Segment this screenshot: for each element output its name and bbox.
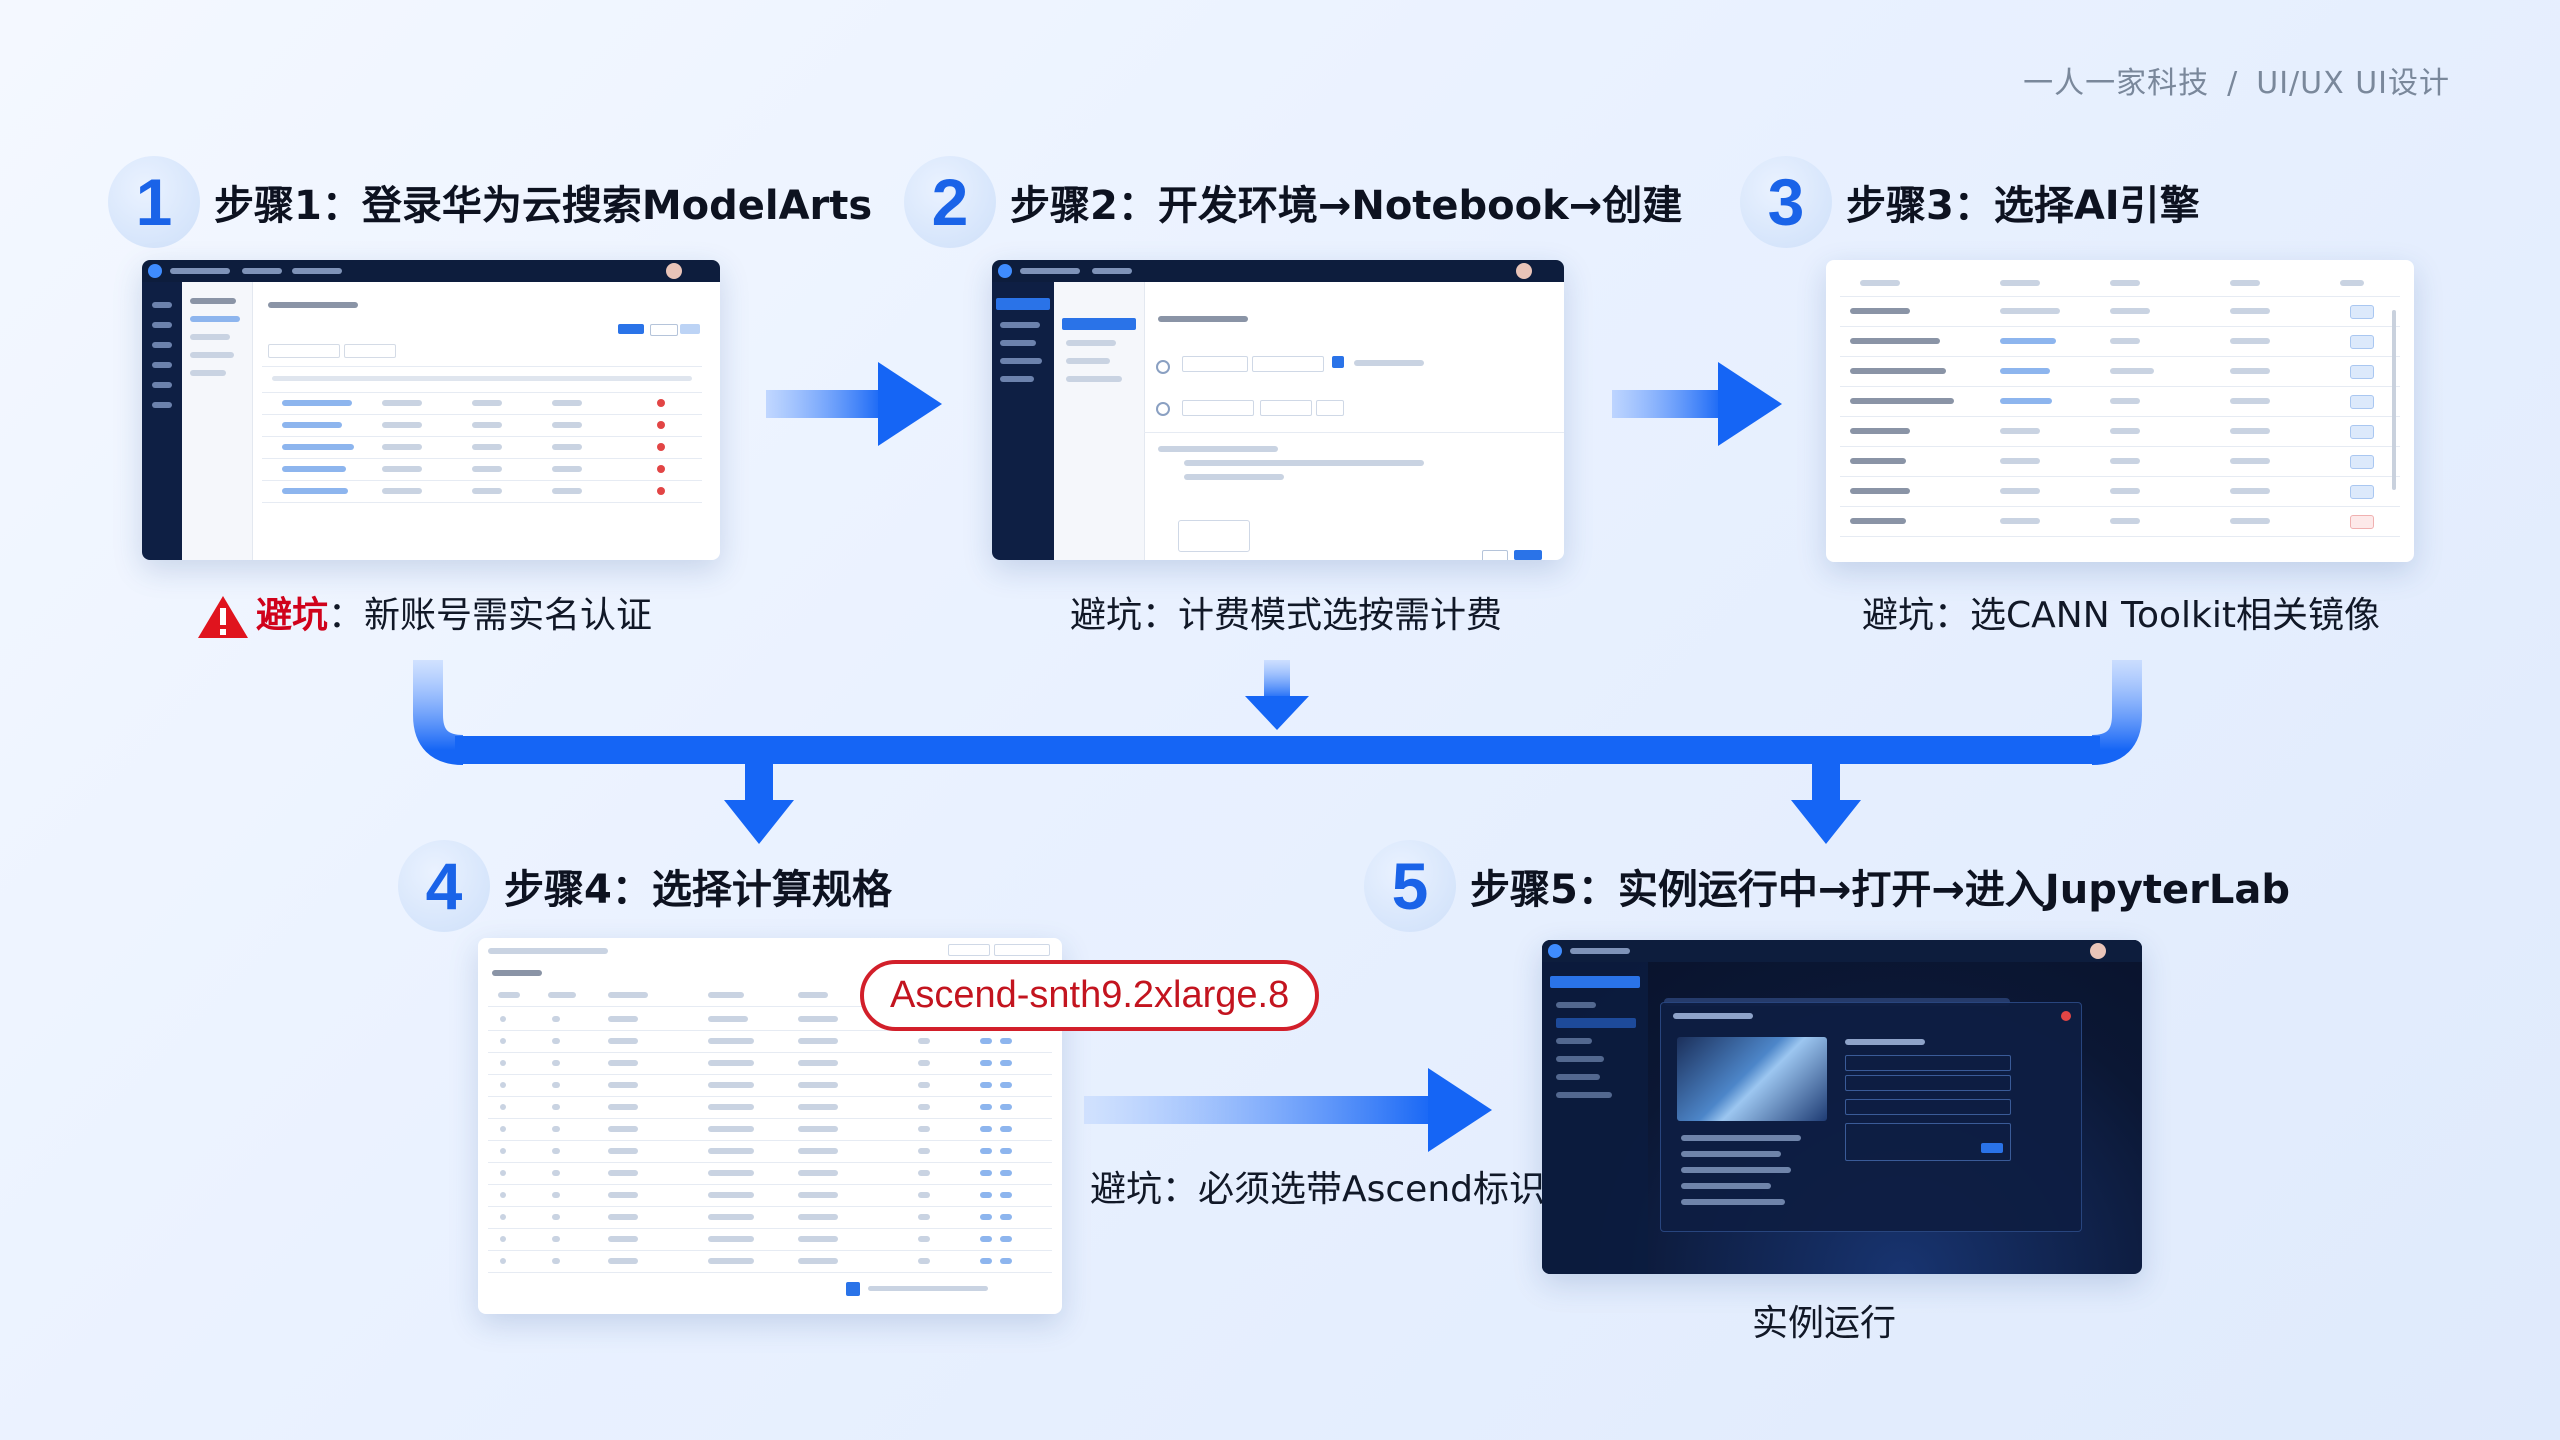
create-notebook-form (1144, 282, 1564, 560)
console-topbar (992, 260, 1564, 282)
step-1-header: 1 步骤1：登录华为云搜索ModelArts (108, 156, 872, 248)
arrow-right-icon (766, 362, 942, 446)
console-topbar (1542, 940, 2142, 962)
flavor-table (488, 986, 1052, 1306)
step-1-title: 步骤1：登录华为云搜索ModelArts (214, 183, 873, 229)
brand-separator: / (2227, 66, 2239, 101)
step-4-title: 步骤4：选择计算规格 (504, 867, 892, 913)
console-menu (992, 282, 1054, 560)
step-5-screenshot (1542, 940, 2142, 1274)
console-topbar (142, 260, 720, 282)
step-1-number: 1 (108, 156, 200, 248)
console-menu (1542, 962, 1648, 1274)
avatar (1516, 263, 1532, 279)
step-3-header: 3 步骤3：选择AI引擎 (1740, 156, 2200, 248)
step-2-number: 2 (904, 156, 996, 248)
step-2-header: 2 步骤2：开发环境→Notebook→创建 (904, 156, 1682, 248)
scrollbar[interactable] (2392, 310, 2396, 490)
huawei-cloud-logo-icon (148, 264, 162, 278)
notebook-submenu (1054, 282, 1145, 560)
arrow-down-icon (1791, 800, 1861, 844)
step-5-number: 5 (1364, 840, 1456, 932)
jupyterlab-preview-image (1677, 1037, 1827, 1121)
step-1-tip: 避坑：新账号需实名认证 (196, 586, 652, 640)
avatar (666, 263, 682, 279)
arrow-right-icon (1084, 1068, 1492, 1152)
step-5-header: 5 步骤5：实例运行中→打开→进入JupyterLab (1364, 840, 2290, 932)
ascend-flavor-highlight: Ascend-snth9.2xlarge.8 (860, 960, 1320, 1031)
step-5-title: 步骤5：实例运行中→打开→进入JupyterLab (1470, 867, 2291, 913)
step-1-tip-text: ：新账号需实名认证 (328, 595, 653, 636)
step-4-tip: 避坑：必须选带Ascend标识 (1090, 1169, 1545, 1210)
huawei-cloud-logo-icon (1548, 944, 1562, 958)
step-4-header: 4 步骤4：选择计算规格 (398, 840, 892, 932)
step-2-screenshot (992, 260, 1564, 560)
ai-engine-image-table (1840, 270, 2400, 550)
step-4-number: 4 (398, 840, 490, 932)
avatar (2090, 943, 2106, 959)
close-icon[interactable] (2061, 1011, 2071, 1021)
console-icon-rail (142, 282, 182, 560)
step-3-screenshot (1826, 260, 2414, 562)
arrow-right-icon (1612, 362, 1782, 446)
step-1-warn-label: 避坑 (256, 595, 329, 636)
huawei-cloud-logo-icon (998, 264, 1012, 278)
console-menu (182, 282, 253, 560)
step-3-title: 步骤3：选择AI引擎 (1846, 183, 2200, 229)
step-5-tip: 实例运行 (1752, 1303, 1897, 1344)
console-content (262, 296, 702, 546)
brand-watermark: 一人一家科技 / UI/UX UI设计 (2023, 58, 2450, 102)
arrow-down-icon (724, 800, 794, 844)
step-3-tip: 避坑：选CANN Toolkit相关镜像 (1862, 595, 2380, 636)
step-2-tip: 避坑：计费模式选按需计费 (1070, 595, 1503, 636)
warning-triangle-icon (198, 596, 248, 638)
jupyterlab-dialog (1660, 1002, 2082, 1232)
step-2-title: 步骤2：开发环境→Notebook→创建 (1010, 183, 1683, 229)
pagination-current[interactable] (846, 1282, 860, 1296)
step-1-screenshot (142, 260, 720, 560)
brand-tag: UI/UX UI设计 (2256, 66, 2450, 101)
step-3-number: 3 (1740, 156, 1832, 248)
brand-company: 一人一家科技 (2023, 66, 2210, 101)
